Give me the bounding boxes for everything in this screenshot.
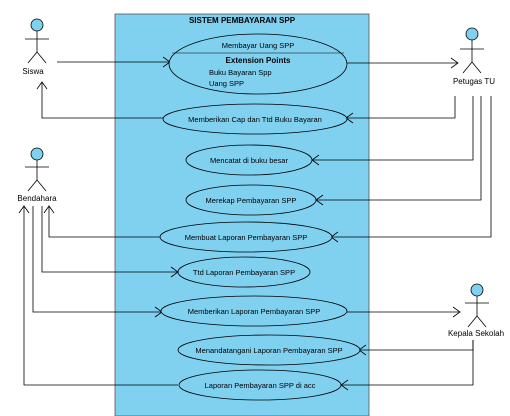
- use-case-mencatat[interactable]: Mencatat di buku besar: [185, 144, 313, 176]
- use-case-menandatangani[interactable]: Menandatangani Laporan Pembayaran SPP: [177, 334, 361, 366]
- extension-point-1: Buku Bayaran Spp: [209, 68, 272, 77]
- use-case-cap-ttd-label: Memberikan Cap dan Ttd Buku Bayaran: [188, 115, 322, 124]
- assoc-bendahara-memberikan: [32, 206, 162, 313]
- assoc-petugas-membuat: [331, 96, 492, 238]
- use-case-merekap-label: Merekap Pembayaran SPP: [206, 196, 297, 205]
- actor-kepala-sekolah-label: Kepala Sekolah: [448, 329, 504, 338]
- assoc-petugas-cap: [346, 96, 456, 119]
- actor-head: [30, 18, 44, 32]
- extension-points-title: Extension Points: [226, 56, 291, 65]
- use-case-ttd-laporan[interactable]: Ttd Laporan Pembayaran SPP: [177, 256, 311, 288]
- use-case-membuat-laporan[interactable]: Membuat Laporan Pembayaran SPP: [159, 221, 333, 253]
- assoc-cap-siswa: [41, 82, 163, 119]
- actor-bendahara[interactable]: [25, 147, 49, 192]
- use-case-menandatangani-label: Menandatangani Laporan Pembayaran SPP: [195, 346, 342, 355]
- assoc-kepala-acc: [341, 340, 474, 386]
- use-case-laporan-acc[interactable]: Laporan Pembayaran SPP di acc: [178, 369, 342, 401]
- arrowhead: [36, 81, 48, 90]
- use-case-membuat-laporan-label: Membuat Laporan Pembayaran SPP: [185, 233, 308, 242]
- assoc-petugas-mencatat: [312, 96, 474, 161]
- arrowhead: [43, 205, 55, 214]
- use-case-ttd-laporan-label: Ttd Laporan Pembayaran SPP: [193, 268, 295, 277]
- use-case-merekap[interactable]: Merekap Pembayaran SPP: [185, 184, 317, 216]
- use-case-memberikan-laporan-label: Memberikan Laporan Pembayaran SPP: [188, 307, 321, 316]
- actor-bendahara-label: Bendahara: [17, 194, 57, 203]
- system-title: SISTEM PEMBAYARAN SPP: [189, 16, 296, 25]
- use-case-cap-ttd[interactable]: Memberikan Cap dan Ttd Buku Bayaran: [162, 103, 348, 135]
- use-case-memberikan-laporan[interactable]: Memberikan Laporan Pembayaran SPP: [160, 295, 348, 327]
- assoc-membuat-bendahara: [48, 206, 160, 238]
- actor-petugas-tu-label: Petugas TU: [453, 77, 495, 86]
- arrowhead: [452, 306, 461, 318]
- use-case-laporan-acc-label: Laporan Pembayaran SPP di acc: [205, 381, 316, 390]
- actor-siswa-label: Siswa: [22, 67, 44, 76]
- assoc-petugas-merekap: [316, 96, 482, 201]
- actor-head: [470, 283, 484, 297]
- actor-petugas-tu[interactable]: [460, 27, 484, 74]
- assoc-acc-bendahara: [23, 206, 178, 386]
- extension-point-2: Uang SPP: [209, 79, 244, 88]
- actor-head: [30, 147, 44, 161]
- actor-siswa[interactable]: [25, 18, 49, 64]
- use-case-mencatat-label: Mencatat di buku besar: [210, 156, 288, 165]
- assoc-bendahara-ttd: [41, 206, 178, 273]
- use-case-membayar[interactable]: Membayar Uang SPP Extension Points Buku …: [168, 33, 348, 95]
- actor-kepala-sekolah[interactable]: [465, 283, 489, 328]
- associations: [18, 56, 492, 391]
- use-case-membayar-label: Membayar Uang SPP: [222, 41, 295, 50]
- arrowhead: [450, 57, 459, 69]
- actor-head: [465, 27, 479, 41]
- assoc-kepala-menandatangani: [359, 340, 474, 351]
- arrowhead: [18, 205, 30, 214]
